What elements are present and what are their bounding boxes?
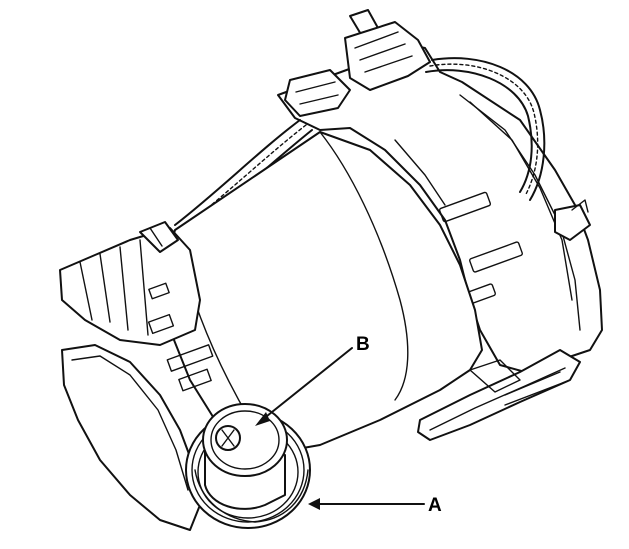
top-connector (284, 9, 431, 117)
callout-b-arrowhead (255, 412, 270, 426)
callout-b: B (255, 334, 370, 426)
pump-cylinder-body (159, 131, 483, 453)
pump-housing-frame (277, 41, 603, 373)
filter-fitting (185, 403, 311, 529)
callout-b-label: B (356, 334, 370, 355)
callout-a: A (308, 495, 442, 516)
left-end-cap (59, 221, 214, 392)
callout-b-leader (261, 347, 353, 421)
callout-a-label: A (428, 495, 442, 516)
callout-a-arrowhead (308, 498, 320, 510)
base-flange (61, 344, 581, 531)
